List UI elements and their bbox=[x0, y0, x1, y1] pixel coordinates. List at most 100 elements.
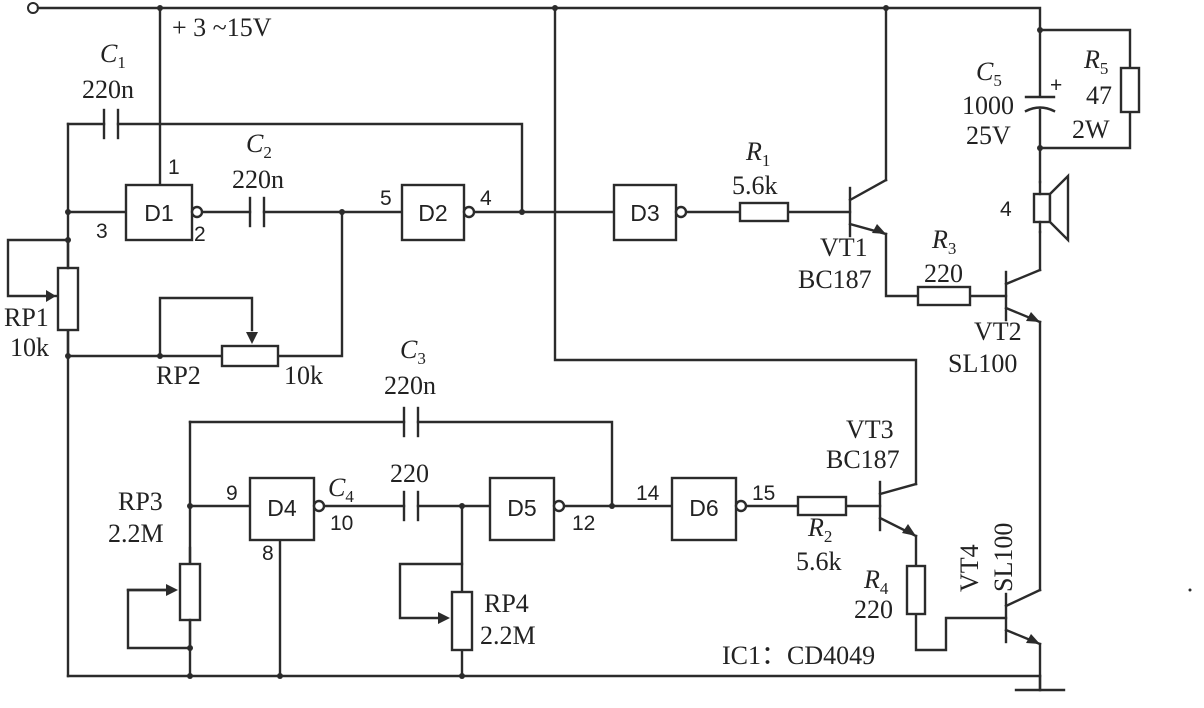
c4-value: 220 bbox=[390, 459, 429, 488]
capacitor-c4: C4 220 bbox=[328, 459, 429, 522]
c1-value: 220n bbox=[82, 75, 134, 104]
r4-ref: R4 bbox=[863, 565, 889, 598]
r5-ref: R5 bbox=[1083, 45, 1108, 78]
wire-rp2-wiper bbox=[158, 296, 254, 358]
resistor-r5: R5 47 2W bbox=[1072, 45, 1141, 144]
c5-value: 1000 bbox=[962, 91, 1014, 120]
pot-rp4: RP4 2.2M bbox=[438, 589, 536, 652]
speaker-icon: 4 bbox=[1000, 173, 1070, 243]
c2-value: 220n bbox=[232, 165, 284, 194]
capacitor-c3: C3 220n bbox=[384, 335, 436, 438]
capacitor-c5: + C5 1000 25V bbox=[962, 57, 1062, 150]
vt2-ref: VT2 bbox=[974, 317, 1022, 346]
d6-pin-out: 15 bbox=[752, 482, 775, 505]
transistor-vt2: VT2 SL100 bbox=[948, 268, 1042, 378]
stray-dot bbox=[1188, 588, 1192, 592]
rp2-value: 10k bbox=[284, 361, 323, 390]
d4-pin-in: 9 bbox=[226, 482, 238, 505]
wire-r5-top bbox=[1038, 28, 1132, 70]
rp3-ref: RP3 bbox=[118, 487, 163, 516]
capacitor-c1: C1 220n bbox=[82, 39, 134, 140]
d2-pin-out: 4 bbox=[480, 187, 492, 210]
resistor-r4: R4 220 bbox=[854, 564, 927, 624]
rp4-value: 2.2M bbox=[480, 621, 536, 650]
c3-value: 220n bbox=[384, 371, 436, 400]
wire-vt1-emitter bbox=[884, 232, 920, 298]
gate-d5: D5 12 bbox=[488, 476, 595, 542]
r2-value: 5.6k bbox=[796, 547, 842, 576]
vt1-type: BC187 bbox=[798, 265, 872, 294]
c3-ref: C3 bbox=[400, 335, 426, 368]
wire-r4-vt4 bbox=[914, 612, 1008, 652]
c5-ref: C5 bbox=[976, 57, 1002, 90]
wire-rp1-wiper bbox=[6, 238, 70, 298]
wire-c1-right bbox=[116, 122, 524, 214]
resistor-r3: R3 220 bbox=[916, 225, 972, 307]
rp1-ref: RP1 bbox=[4, 303, 49, 332]
gate-d1-label: D1 bbox=[144, 200, 173, 226]
d6-pin-in: 14 bbox=[636, 482, 660, 505]
rp1-value: 10k bbox=[10, 333, 49, 362]
d1-pin-out: 2 bbox=[194, 223, 206, 246]
pot-rp3: RP3 2.2M bbox=[108, 487, 202, 650]
wire-rp4-wiper bbox=[398, 562, 464, 620]
capacitor-c2: C2 220n bbox=[232, 129, 284, 228]
transistor-vt3: VT3 BC187 bbox=[826, 415, 918, 538]
gate-d2-label: D2 bbox=[418, 200, 447, 226]
r3-value: 220 bbox=[924, 259, 963, 288]
supply-label: + 3 ~15V bbox=[172, 13, 272, 42]
r4-value: 220 bbox=[854, 595, 893, 624]
pot-rp2: RP2 10k bbox=[156, 332, 323, 390]
c1-ref: C1 bbox=[100, 39, 126, 72]
rp2-ref: RP2 bbox=[156, 361, 201, 390]
d1-pin-in: 3 bbox=[96, 220, 108, 243]
vt4-type: SL100 bbox=[989, 523, 1018, 592]
d4-pin-gnd: 8 bbox=[262, 542, 274, 565]
c4-ref: C4 bbox=[328, 473, 354, 506]
gate-d3: D3 bbox=[612, 183, 688, 242]
supply-terminal bbox=[27, 2, 39, 14]
wire-rp2-right bbox=[276, 210, 344, 358]
wire-r5-bottom bbox=[1038, 110, 1132, 150]
c5-voltage: 25V bbox=[966, 121, 1011, 150]
vt3-ref: VT3 bbox=[846, 415, 894, 444]
junctions bbox=[65, 5, 1043, 679]
vt2-type: SL100 bbox=[948, 349, 1017, 378]
resistor-r1: R1 5.6k bbox=[732, 137, 790, 223]
wire-c3-right bbox=[416, 420, 614, 508]
rp3-value: 2.2M bbox=[108, 519, 164, 548]
r1-ref: R1 bbox=[745, 137, 770, 170]
d4-pin-out: 10 bbox=[330, 512, 353, 535]
speaker-label: 4 bbox=[1000, 198, 1012, 221]
vt4-ref: VT4 bbox=[955, 544, 984, 592]
r5-value: 47 bbox=[1086, 81, 1112, 110]
gate-d1: D1 3 2 1 bbox=[96, 156, 206, 246]
resistor-r2: R2 5.6k bbox=[796, 495, 848, 576]
wires bbox=[6, 2, 1132, 692]
rp4-ref: RP4 bbox=[484, 589, 529, 618]
ic-label: IC1：CD4049 bbox=[722, 641, 875, 670]
d1-pin-supply: 1 bbox=[168, 156, 180, 179]
gate-d2: D2 5 4 bbox=[380, 183, 492, 242]
supply-rail bbox=[36, 6, 1042, 32]
r1-value: 5.6k bbox=[732, 171, 778, 200]
c2-ref: C2 bbox=[246, 129, 272, 162]
gate-d6-label: D6 bbox=[689, 495, 718, 521]
wire-vt3-collector bbox=[553, 6, 918, 486]
pot-rp1: RP1 10k bbox=[4, 238, 80, 362]
vt1-ref: VT1 bbox=[820, 233, 868, 262]
d2-pin-in: 5 bbox=[380, 187, 392, 210]
c5-polarity: + bbox=[1050, 74, 1062, 97]
vt3-type: BC187 bbox=[826, 445, 900, 474]
gate-d6: D6 14 15 bbox=[636, 476, 775, 542]
r5-power: 2W bbox=[1072, 115, 1110, 144]
gate-d4-label: D4 bbox=[267, 495, 297, 521]
gate-d5-label: D5 bbox=[507, 495, 536, 521]
gate-d4: D4 9 10 8 bbox=[226, 476, 353, 565]
r2-ref: R2 bbox=[807, 513, 832, 546]
transistor-vt1: VT1 BC187 bbox=[798, 178, 888, 294]
transistor-vt4: VT4 SL100 bbox=[955, 523, 1042, 646]
gate-d3-label: D3 bbox=[630, 200, 659, 226]
d5-pin-out: 12 bbox=[572, 512, 595, 535]
